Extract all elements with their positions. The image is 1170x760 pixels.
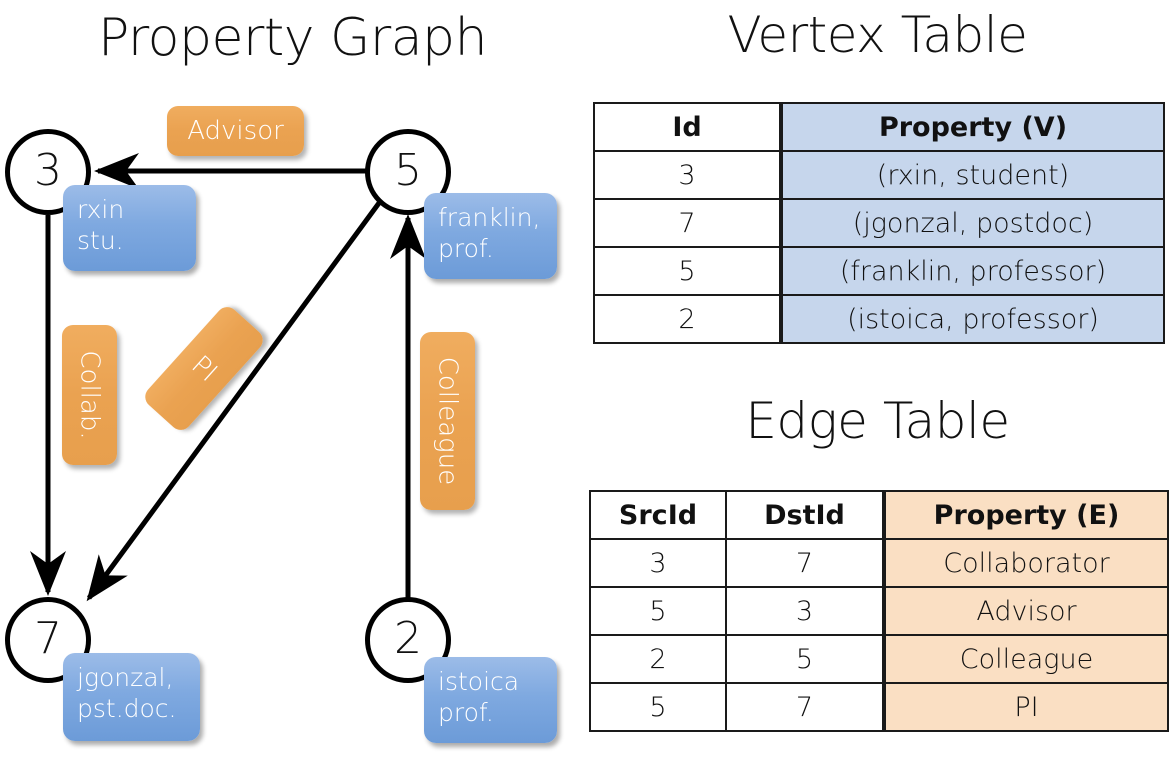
edge-cell-srcid: 5 <box>589 682 727 732</box>
graph-node-3-label: 3 <box>34 145 62 196</box>
edge-col-property: Property (E) <box>882 490 1169 540</box>
edge-label-colleague-text: Colleague <box>432 356 463 486</box>
edge-cell-dstid: 3 <box>725 586 885 636</box>
edge-cell-srcid: 5 <box>589 586 727 636</box>
edge-cell-dstid: 5 <box>725 634 885 684</box>
vertex-property-chip-3: rxin stu. <box>63 185 196 271</box>
edge-table: SrcId DstId Property (E) 3 7 Collaborato… <box>589 490 1169 732</box>
edge-cell-dstid: 7 <box>725 538 885 588</box>
vertex-cell-property: (franklin, professor) <box>779 246 1165 296</box>
graph-node-5-label: 5 <box>394 145 422 196</box>
edge-cell-property: Advisor <box>882 586 1169 636</box>
table-row[interactable]: 5 3 Advisor <box>589 586 1169 636</box>
graph-node-2-label: 2 <box>394 613 422 664</box>
vertex-table-header-row: Id Property (V) <box>593 102 1165 152</box>
edge-label-colleague: Colleague <box>420 332 475 510</box>
vertex-table-title: Vertex Table <box>727 6 1028 64</box>
edge-table-header-row: SrcId DstId Property (E) <box>589 490 1169 540</box>
graph-node-5[interactable]: 5 <box>365 129 451 215</box>
vertex-cell-property: (rxin, student) <box>779 150 1165 200</box>
edge-cell-dstid: 7 <box>725 682 885 732</box>
edge-label-advisor-text: Advisor <box>187 116 284 146</box>
vertex-cell-property: (istoica, professor) <box>779 294 1165 344</box>
vertex-cell-id: 2 <box>593 294 782 344</box>
edge-label-advisor: Advisor <box>167 106 304 156</box>
vertex-cell-id: 7 <box>593 198 782 248</box>
table-row[interactable]: 3 7 Collaborator <box>589 538 1169 588</box>
graph-node-7-label: 7 <box>34 613 62 664</box>
edge-label-collaborator: Collab. <box>62 325 117 465</box>
vertex-property-chip-2: istoica prof. <box>424 657 557 743</box>
table-row[interactable]: 2 5 Colleague <box>589 634 1169 684</box>
edge-col-srcid: SrcId <box>589 490 727 540</box>
graph-edges <box>30 153 426 602</box>
edge-cell-srcid: 2 <box>589 634 727 684</box>
vertex-table: Id Property (V) 3 (rxin, student) 7 (jgo… <box>593 102 1165 344</box>
vertex-property-chip-5: franklin, prof. <box>424 193 557 279</box>
property-graph-title: Property Graph <box>97 8 488 68</box>
vertex-col-id: Id <box>593 102 782 152</box>
edge-cell-property: Collaborator <box>882 538 1169 588</box>
graph-node-2[interactable]: 2 <box>365 597 451 683</box>
table-row[interactable]: 5 7 PI <box>589 682 1169 732</box>
table-row[interactable]: 2 (istoica, professor) <box>593 294 1165 344</box>
table-row[interactable]: 5 (franklin, professor) <box>593 246 1165 296</box>
edge-label-collaborator-text: Collab. <box>74 350 105 440</box>
vertex-col-property: Property (V) <box>779 102 1165 152</box>
table-row[interactable]: 3 (rxin, student) <box>593 150 1165 200</box>
edge-pi-arrow <box>86 201 382 602</box>
edge-table-title: Edge Table <box>745 392 1010 450</box>
edge-cell-property: PI <box>882 682 1169 732</box>
edge-cell-property: Colleague <box>882 634 1169 684</box>
edge-label-pi-text: PI <box>185 349 223 388</box>
vertex-cell-id: 3 <box>593 150 782 200</box>
vertex-cell-property: (jgonzal, postdoc) <box>779 198 1165 248</box>
vertex-property-chip-7: jgonzal, pst.doc. <box>63 653 200 741</box>
table-row[interactable]: 7 (jgonzal, postdoc) <box>593 198 1165 248</box>
edge-col-dstid: DstId <box>725 490 885 540</box>
vertex-cell-id: 5 <box>593 246 782 296</box>
edge-cell-srcid: 3 <box>589 538 727 588</box>
